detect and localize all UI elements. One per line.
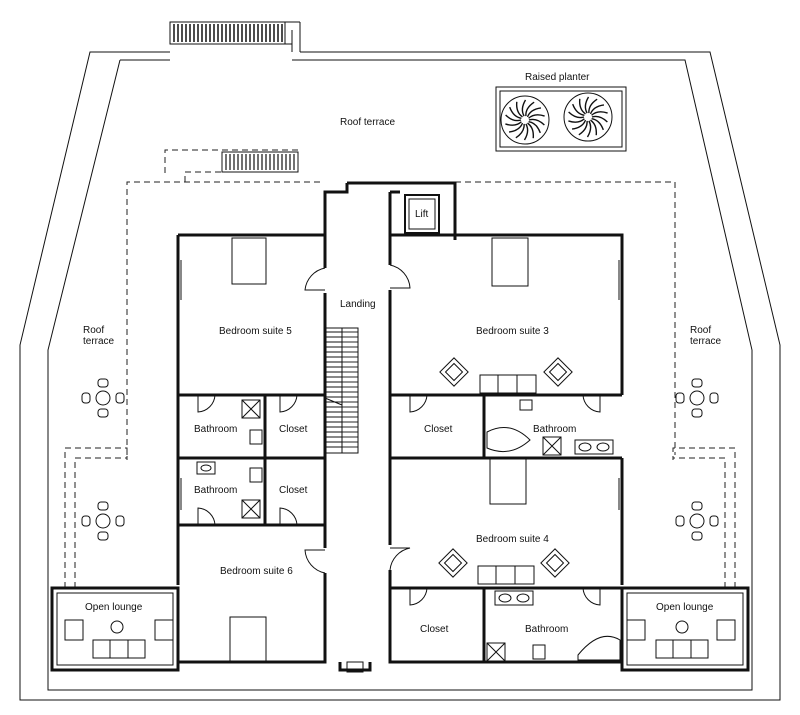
label-bath-right-top: Bathroom <box>533 424 576 435</box>
label-lounge-left: Open lounge <box>85 602 143 613</box>
dashed-terrace-lines <box>64 149 736 588</box>
label-roof-terrace-top: Roof terrace <box>340 117 395 128</box>
outer-boundary <box>19 22 781 701</box>
label-roof-left-2: terrace <box>83 336 115 347</box>
label-closet-left-top: Closet <box>279 424 308 435</box>
label-bedroom-6: Bedroom suite 6 <box>220 566 293 577</box>
terrace-stair <box>221 151 299 173</box>
label-closet-right-bottom: Closet <box>420 624 449 635</box>
label-bath-left-bottom: Bathroom <box>194 485 237 496</box>
label-raised-planter: Raised planter <box>525 72 590 83</box>
label-roof-right-1: Roof <box>690 325 711 336</box>
armchairs <box>438 357 573 578</box>
stair-core <box>323 181 457 673</box>
right-wing <box>388 233 624 664</box>
raised-planter <box>495 86 627 152</box>
top-exterior-stair <box>169 21 300 52</box>
label-bedroom-5: Bedroom suite 5 <box>219 326 292 337</box>
label-bath-right-bottom: Bathroom <box>525 624 568 635</box>
lounge-right <box>620 586 750 672</box>
left-wing <box>176 233 327 664</box>
cafe-tables <box>81 378 719 541</box>
label-roof-right-2: terrace <box>690 336 722 347</box>
label-lounge-right: Open lounge <box>656 602 714 613</box>
label-lift: Lift <box>415 209 429 220</box>
label-bedroom-4: Bedroom suite 4 <box>476 534 549 545</box>
labels: Raised planter Roof terrace Lift Landing… <box>83 72 722 635</box>
label-landing: Landing <box>340 299 376 310</box>
label-bedroom-3: Bedroom suite 3 <box>476 326 549 337</box>
label-closet-left-bottom: Closet <box>279 485 308 496</box>
lounge-left <box>50 586 180 672</box>
label-bath-left-top: Bathroom <box>194 424 237 435</box>
label-roof-left-1: Roof <box>83 325 104 336</box>
label-closet-right-top: Closet <box>424 424 453 435</box>
